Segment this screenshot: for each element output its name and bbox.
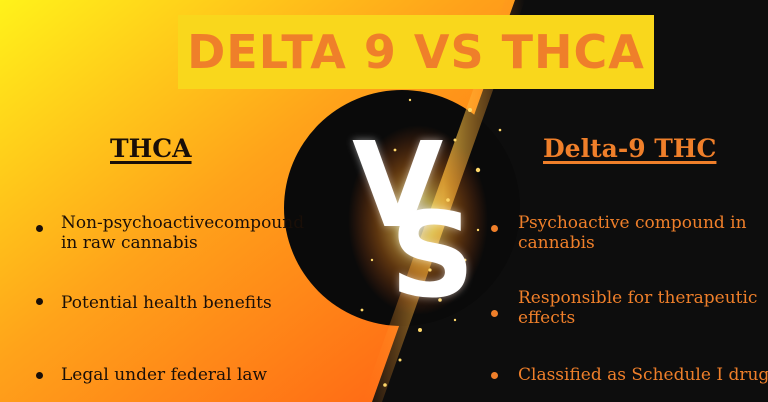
page-title: DELTA 9 VS THCA: [187, 25, 645, 79]
vs-letter-v: V: [352, 116, 444, 254]
bullet-icon: [491, 372, 498, 379]
list-item-line1: Classified as Schedule I drug: [518, 365, 768, 385]
list-item-line1: Responsible for therapeutic: [518, 288, 758, 308]
list-item-line1: Potential health benefits: [61, 293, 272, 313]
vs-letter-s: S: [390, 186, 475, 324]
delta9-heading: Delta-9 THC: [543, 134, 717, 163]
center-glow: [348, 125, 488, 315]
list-item-line1: Psychoactive compound in: [518, 213, 747, 233]
title-banner: DELTA 9 VS THCA: [178, 15, 654, 89]
list-item-line1: Legal under federal law: [61, 365, 268, 385]
list-item-line2: cannabis: [518, 233, 595, 253]
bullet-icon: [36, 298, 43, 305]
list-item-line2: effects: [518, 308, 576, 328]
bullet-icon: [36, 225, 43, 232]
list-item-line1: Non-psychoactivecompound: [61, 213, 305, 233]
bullet-icon: [36, 372, 43, 379]
thca-heading: THCA: [110, 134, 192, 163]
bullet-icon: [491, 310, 498, 317]
list-item-line2: in raw cannabis: [61, 233, 198, 253]
bullet-icon: [491, 225, 498, 232]
